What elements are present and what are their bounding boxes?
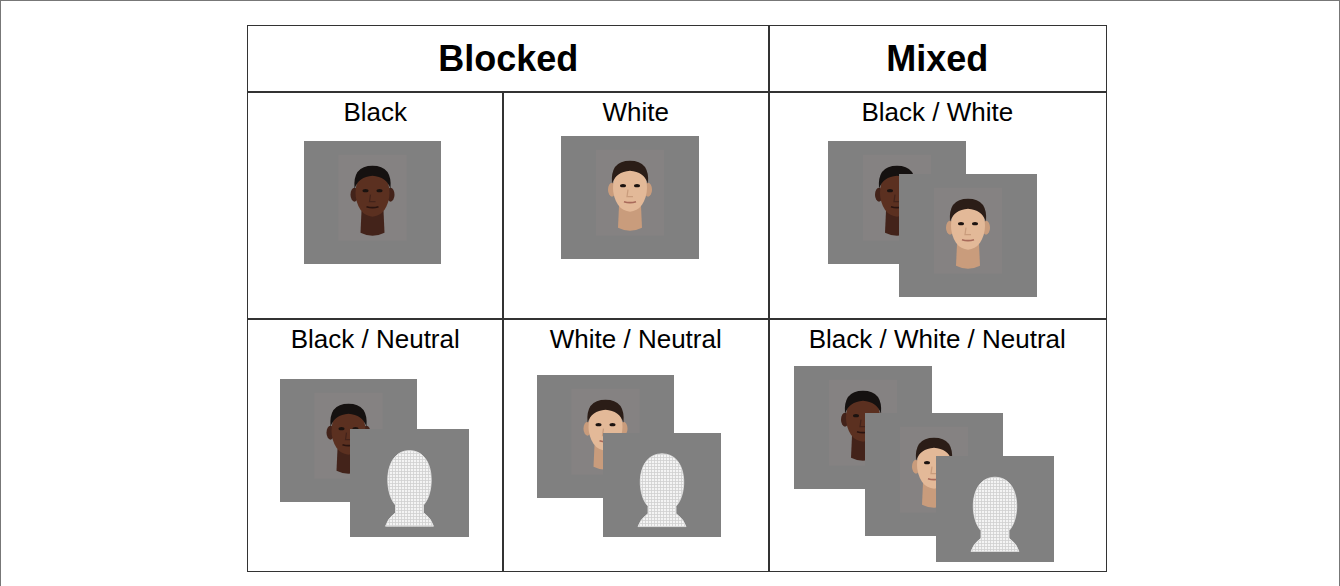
column-header: Mixed [886, 39, 988, 79]
condition-label: Black / White [861, 98, 1013, 128]
condition-cell: White / Neutral [502, 318, 770, 572]
condition-cell: Black / White [768, 91, 1107, 320]
column-header-cell: Blocked [247, 25, 770, 93]
column-header-cell: Mixed [768, 25, 1107, 93]
condition-label: Black / Neutral [291, 325, 460, 355]
condition-cell: White [502, 91, 770, 320]
condition-label: White [603, 98, 669, 128]
face-stimulus [899, 174, 1037, 297]
face-stimulus [304, 141, 441, 264]
condition-cell: Black / Neutral [247, 318, 504, 572]
condition-cell: Black / White / Neutral [768, 318, 1107, 572]
face-stimulus [561, 136, 699, 259]
neutral-face-stimulus [603, 433, 721, 537]
neutral-face-stimulus [936, 456, 1054, 562]
condition-label: White / Neutral [550, 325, 722, 355]
condition-label: Black [343, 98, 407, 128]
column-header: Blocked [438, 39, 578, 79]
condition-label: Black / White / Neutral [809, 325, 1066, 355]
neutral-face-stimulus [350, 429, 469, 537]
condition-cell: Black [247, 91, 504, 320]
